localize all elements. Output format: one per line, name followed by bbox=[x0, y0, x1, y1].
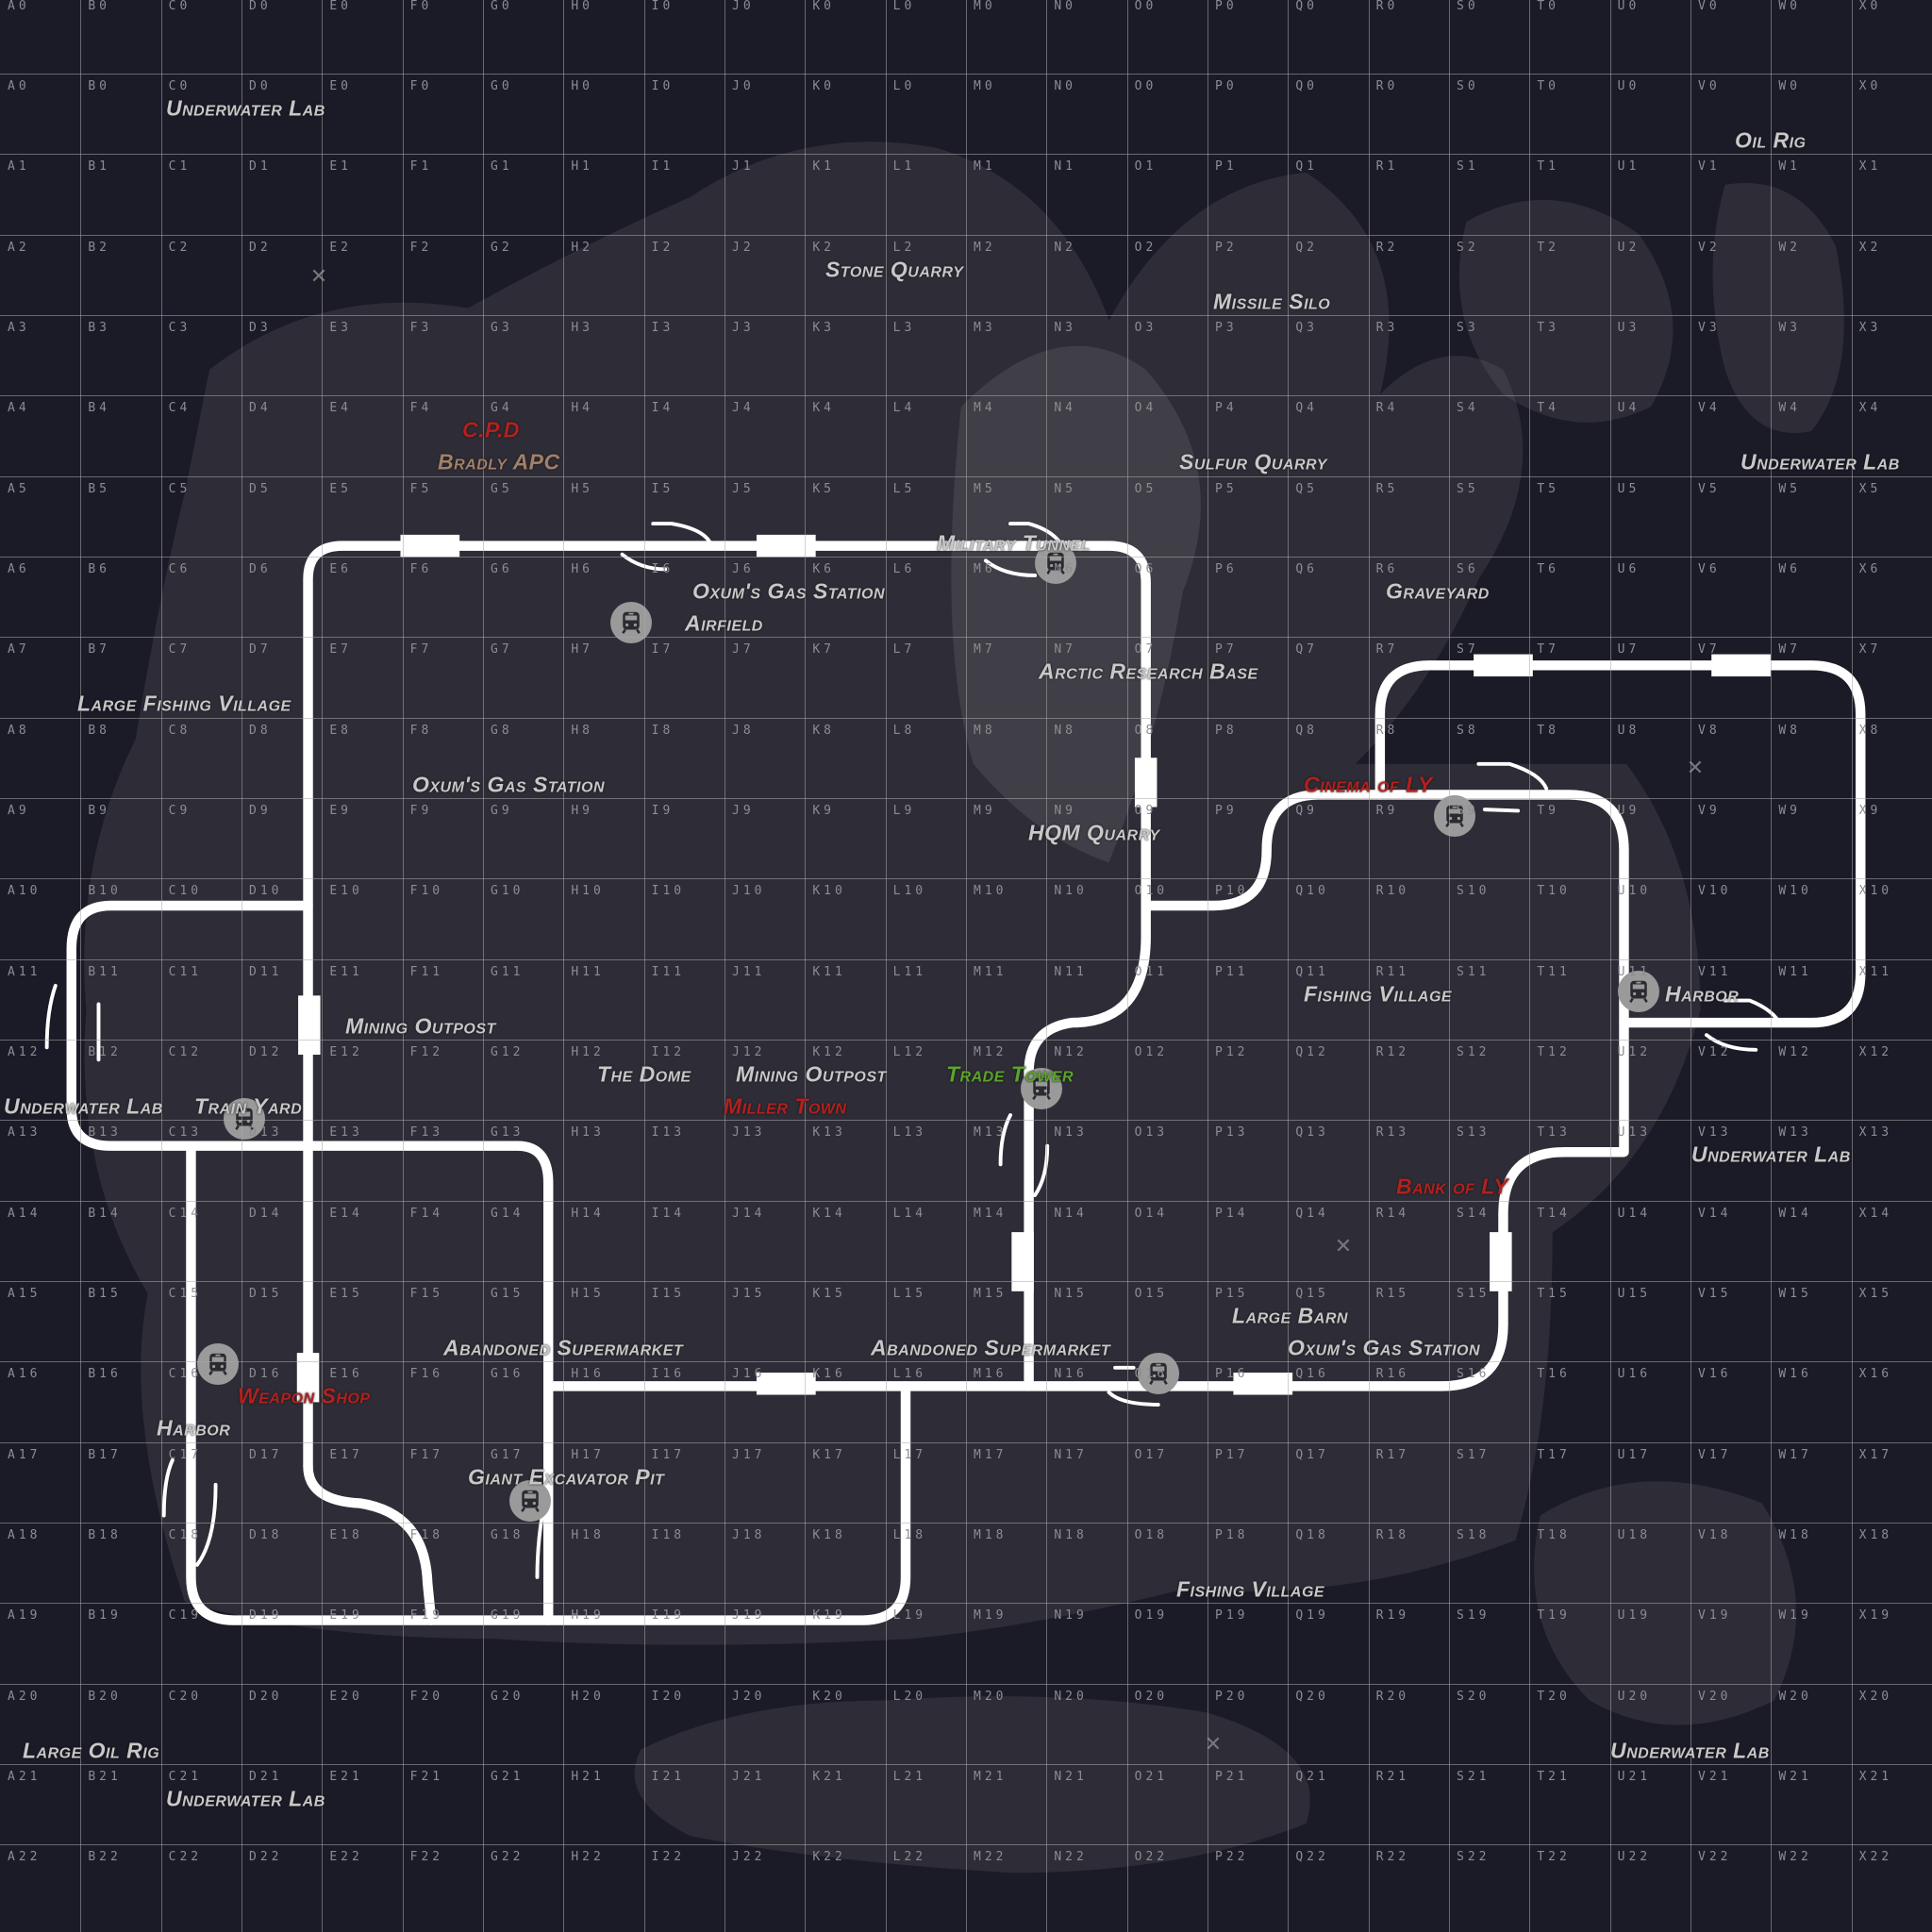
rail-line-southwest bbox=[186, 1141, 911, 1625]
map-label-large-barn: Large Barn bbox=[1232, 1303, 1348, 1328]
rail-line-north bbox=[303, 541, 1151, 1472]
map-label-fishing-village: Fishing Village bbox=[1304, 981, 1453, 1007]
map-label-bradly-apc: Bradly APC bbox=[438, 449, 560, 475]
map-label-stone-quarry: Stone Quarry bbox=[825, 257, 964, 282]
map-label-harbor: Harbor bbox=[1665, 981, 1740, 1007]
x-marker-icon: ✕ bbox=[309, 265, 328, 289]
map-label-oxum-s-gas-station: Oxum's Gas Station bbox=[692, 578, 885, 604]
rail-siding bbox=[44, 522, 1783, 1579]
x-marker-icon: ✕ bbox=[1334, 1235, 1353, 1258]
map-label-mining-outpost: Mining Outpost bbox=[345, 1013, 496, 1039]
map-label-underwater-lab: Underwater Lab bbox=[166, 95, 325, 121]
map-label-sulfur-quarry: Sulfur Quarry bbox=[1179, 449, 1327, 475]
map-label-oil-rig: Oil Rig bbox=[1735, 127, 1807, 153]
map-label-abandoned-supermarket: Abandoned Supermarket bbox=[871, 1335, 1111, 1360]
map-label-underwater-lab: Underwater Lab bbox=[1691, 1141, 1851, 1167]
map-label-underwater-lab: Underwater Lab bbox=[166, 1786, 325, 1811]
train-station-icon[interactable] bbox=[1618, 971, 1659, 1012]
map-label-abandoned-supermarket: Abandoned Supermarket bbox=[443, 1335, 684, 1360]
train-station-icon[interactable] bbox=[610, 602, 652, 643]
train-station-icon[interactable] bbox=[1138, 1353, 1179, 1394]
map-label-oxum-s-gas-station: Oxum's Gas Station bbox=[1288, 1335, 1480, 1360]
map-label-oxum-s-gas-station: Oxum's Gas Station bbox=[412, 772, 605, 797]
rail-line-east-loop bbox=[1374, 660, 1866, 1028]
rail-line-west-loop bbox=[66, 900, 554, 1625]
train-station-icon[interactable] bbox=[1021, 1068, 1062, 1109]
map-label-missile-silo: Missile Silo bbox=[1213, 289, 1331, 314]
map-label-hqm-quarry: HQM Quarry bbox=[1028, 820, 1160, 845]
map-label-underwater-lab: Underwater Lab bbox=[1740, 449, 1900, 475]
x-marker-icon: ✕ bbox=[1686, 757, 1705, 780]
train-station-icon[interactable] bbox=[197, 1343, 239, 1385]
map-label-weapon-shop: Weapon Shop bbox=[238, 1383, 371, 1408]
map-label-bank-of-ly: Bank of LY bbox=[1396, 1174, 1508, 1199]
map-label-c-p-d: C.P.D bbox=[462, 417, 520, 442]
map-label-harbor: Harbor bbox=[157, 1415, 231, 1441]
island-shapes bbox=[84, 142, 1844, 1874]
map-label-the-dome: The Dome bbox=[597, 1061, 691, 1087]
rail-line-spur bbox=[303, 1461, 437, 1625]
map-label-train-yard: Train Yard bbox=[194, 1093, 303, 1119]
map-label-airfield: Airfield bbox=[685, 610, 763, 636]
map-label-large-fishing-village: Large Fishing Village bbox=[77, 691, 291, 716]
x-marker-icon: ✕ bbox=[1204, 1733, 1223, 1757]
map-label-mining-outpost: Mining Outpost bbox=[736, 1061, 887, 1087]
map-label-trade-tower: Trade Tower bbox=[946, 1061, 1074, 1087]
train-station-icon[interactable] bbox=[224, 1098, 265, 1140]
map-label-graveyard: Graveyard bbox=[1386, 578, 1490, 604]
map-label-giant-excavator-pit: Giant Excavator Pit bbox=[468, 1464, 665, 1490]
map-label-miller-town: Miller Town bbox=[724, 1093, 847, 1119]
map-label-military-tunnel: Military Tunnel bbox=[937, 530, 1091, 556]
rail-tunnels bbox=[296, 534, 1771, 1403]
map-label-fishing-village: Fishing Village bbox=[1176, 1576, 1325, 1602]
rail-line-south-east bbox=[543, 790, 1629, 1391]
snow-region bbox=[951, 345, 1201, 863]
map-label-large-oil-rig: Large Oil Rig bbox=[23, 1738, 160, 1763]
train-station-icon[interactable] bbox=[1434, 795, 1475, 837]
map-label-underwater-lab: Underwater Lab bbox=[1610, 1738, 1770, 1763]
map-label-cinema-of-ly: Cinema of LY bbox=[1304, 772, 1433, 797]
map-label-arctic-research-base: Arctic Research Base bbox=[1039, 658, 1258, 684]
train-station-icon[interactable] bbox=[509, 1480, 551, 1522]
map-label-underwater-lab: Underwater Lab bbox=[4, 1093, 163, 1119]
